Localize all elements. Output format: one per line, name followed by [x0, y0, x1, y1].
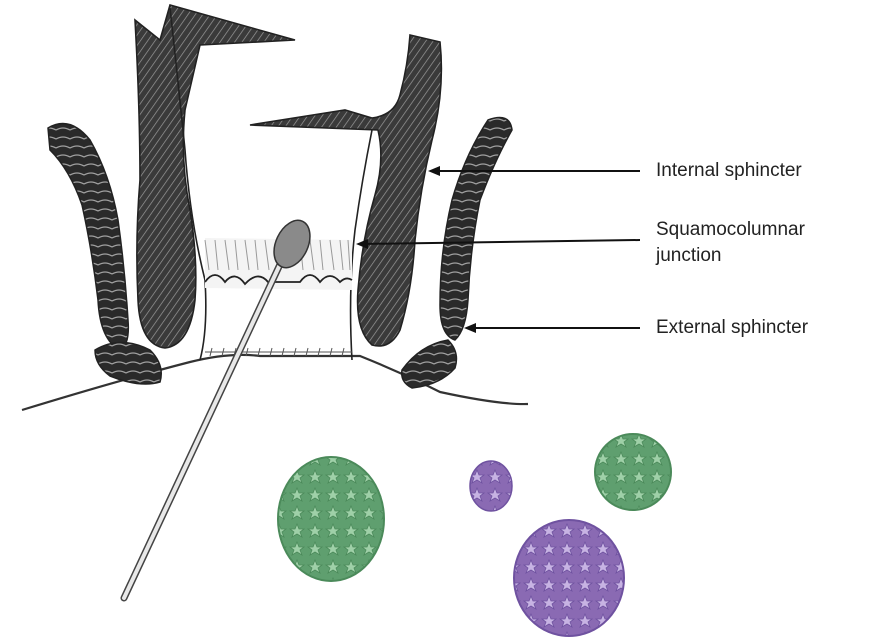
external-sphincter-label: External sphincter — [656, 316, 808, 340]
left-external-sphincter — [48, 124, 128, 350]
virus-particle-icon — [470, 461, 512, 511]
virus-particles — [278, 434, 671, 636]
right-external-sphincter — [440, 118, 512, 340]
right-internal-sphincter — [250, 35, 441, 346]
virus-particle-icon — [514, 520, 624, 636]
right-external-sphincter-base — [402, 340, 457, 388]
squamocolumnar-junction-label-line1: Squamocolumnar — [656, 218, 805, 242]
squamocolumnar-junction-label-line2: junction — [656, 244, 722, 268]
virus-particle-icon — [278, 457, 384, 581]
virus-particle-icon — [595, 434, 671, 510]
left-external-sphincter-base — [95, 343, 161, 385]
internal-sphincter-label: Internal sphincter — [656, 159, 802, 183]
left-internal-sphincter — [135, 5, 295, 348]
